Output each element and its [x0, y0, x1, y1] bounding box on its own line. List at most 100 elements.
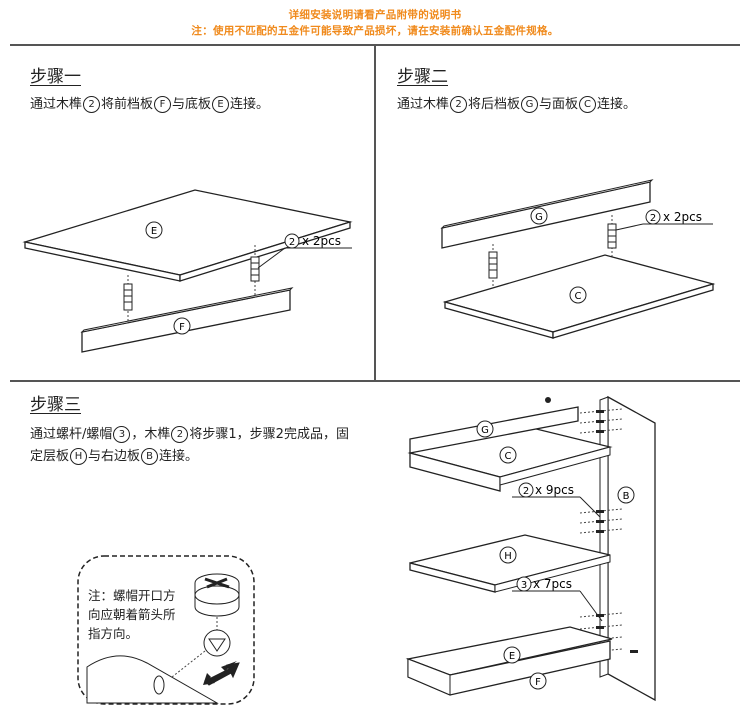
- step3-desc-l2-pre: 定层板: [30, 449, 70, 464]
- callout-mark: 2: [289, 237, 295, 248]
- label-circle: [173, 317, 191, 335]
- step2-diagram: G 2 x 2pcs C: [440, 179, 716, 339]
- board-c-label: C: [575, 291, 582, 302]
- step3-nut-mark: 3: [113, 426, 131, 443]
- label-circle: [529, 672, 547, 690]
- step2-desc-mid1: 将后档板: [468, 97, 521, 112]
- side-panel-b: [607, 395, 656, 702]
- screw-head-icon: [545, 397, 551, 403]
- board-f-top: [80, 287, 294, 333]
- step3-side-mark: B: [141, 448, 159, 465]
- label-circle: [499, 546, 517, 564]
- middle-horizontal-divider: [10, 380, 740, 382]
- callout-qty: x 2pcs: [302, 234, 341, 248]
- side-panel-b-edge: [599, 396, 609, 678]
- board-f-label: F: [179, 322, 185, 333]
- board-g-label: G: [535, 212, 543, 223]
- callout2-qty: x 7pcs: [533, 577, 572, 591]
- step2-back-mark: G: [521, 96, 539, 113]
- note-text: 注：螺帽开口方 向应朝着箭头所 指方向。: [88, 586, 176, 643]
- step3-desc-l1-post: 将步骤1，步骤2完成品，固: [189, 427, 349, 442]
- callout-leader: [257, 247, 286, 269]
- panel-fragment: [86, 655, 219, 704]
- notice-line-2: 注：使用不匹配的五金件可能导致产品损坏，请在安装前确认五金配件规格。: [191, 25, 559, 37]
- nut-orientation-note: [77, 555, 255, 705]
- cam-nut-opening: [208, 638, 226, 652]
- board-e-label: E: [151, 226, 157, 237]
- cam-nut-slot: [206, 577, 228, 589]
- shelf-e-edge: [407, 658, 451, 696]
- step2-panel-mark: C: [579, 96, 597, 113]
- label-circle: [499, 446, 517, 464]
- label-circle: [617, 486, 635, 504]
- top-divider: [10, 44, 740, 46]
- callout-mark-circle: [516, 576, 532, 592]
- dowel-icon: [123, 283, 133, 311]
- cam-nut-body: [194, 583, 240, 617]
- shelf-c-front: [499, 446, 611, 486]
- note-line-2: 向应朝着箭头所: [88, 607, 176, 622]
- step2-dowel-mark: 2: [450, 96, 468, 113]
- callout-leader: [579, 496, 601, 518]
- callout1-mark: 2: [523, 486, 529, 497]
- callout-mark: 2: [650, 213, 656, 224]
- step2-title: 步骤二: [397, 67, 448, 87]
- board-e-top: [22, 189, 353, 276]
- label-circle: [476, 420, 494, 438]
- step2-desc-post: 连接。: [597, 97, 637, 112]
- notice-line-1: 详细安装说明请看产品附带的说明书: [288, 9, 462, 21]
- label-circle: [145, 221, 163, 239]
- step1-bottom-mark: E: [212, 96, 230, 113]
- board-c-side: [552, 283, 714, 339]
- step1-dowel-mark: 2: [83, 96, 101, 113]
- callout-leader: [579, 590, 603, 622]
- step1-diagram: E 2 x 2pcs F: [22, 189, 353, 353]
- note-line-1: 注：螺帽开口方: [88, 588, 176, 603]
- top-shelf-label: C: [505, 451, 512, 462]
- board-g-top: [440, 179, 654, 229]
- step1-title: 步骤一: [30, 67, 81, 87]
- middle-shelf-label: H: [504, 551, 512, 562]
- callout-qty: x 2pcs: [663, 210, 702, 224]
- step3-title: 步骤三: [30, 395, 81, 415]
- callout-mark-circle: [518, 482, 534, 498]
- note-line-3: 指方向。: [88, 626, 139, 641]
- back-label: G: [481, 425, 489, 436]
- step1-desc-mid2: 与底板: [172, 97, 212, 112]
- step3-desc-l1-mid: ，木榫: [131, 427, 171, 442]
- step3-diagram: B G C 2 x 9pcs H 3 x 7pcs E F: [405, 395, 656, 702]
- step1-front-mark: F: [154, 96, 172, 113]
- step1-desc-pre: 通过木榫: [30, 97, 83, 112]
- label-circle: [503, 646, 521, 664]
- step2-desc-pre: 通过木榫: [397, 97, 450, 112]
- label-circle: [530, 207, 548, 225]
- guide-line: [171, 650, 206, 678]
- front-label: F: [535, 677, 541, 688]
- hole-icon: [153, 675, 165, 695]
- step3-desc-l2-mid: 与右边板: [88, 449, 141, 464]
- dowel-icon: [488, 251, 498, 279]
- callout1-qty: x 9pcs: [535, 483, 574, 497]
- callout-mark-circle: [284, 233, 300, 249]
- step3-desc-l1-pre: 通过螺杆/螺帽: [30, 427, 113, 442]
- callout-leader: [615, 223, 644, 231]
- cam-nut-ring: [194, 585, 240, 605]
- back-board-g: [409, 406, 579, 454]
- label-circle: [569, 286, 587, 304]
- step1-desc-post: 连接。: [230, 97, 270, 112]
- side-label: B: [623, 491, 630, 502]
- callout-mark-circle: [645, 209, 661, 225]
- step1-desc-mid1: 将前档板: [101, 97, 154, 112]
- callout2-mark: 3: [521, 580, 527, 591]
- bottom-shelf-label: E: [509, 651, 515, 662]
- step2-desc-mid2: 与面板: [539, 97, 579, 112]
- arrow-icon: [204, 662, 240, 686]
- step3-dowel-mark: 2: [171, 426, 189, 443]
- step3-shelf-mark: H: [70, 448, 88, 465]
- shelf-c-edge: [409, 452, 501, 492]
